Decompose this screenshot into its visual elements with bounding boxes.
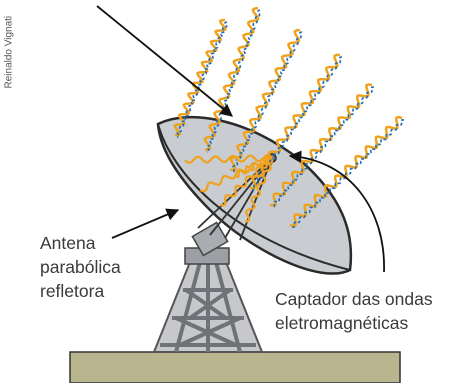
reflected-wave [234,154,273,179]
reflected-wave [184,153,273,165]
captador-label-line1: Captador das ondas [275,289,433,309]
wave-blue [176,21,228,138]
captador-arrow [288,150,385,273]
wave-orange [203,6,260,152]
dish-rim [157,123,351,271]
antenna-arrow [111,208,180,239]
captador-label: Captador das ondas eletromagnéticas [275,287,433,335]
antenna-label-line1: Antena [40,233,96,253]
reflected-wave [244,156,273,224]
antenna-label: Antena parabólica refletora [40,231,121,303]
wave-blue [206,9,261,153]
wave-orange [229,28,301,172]
wave-blue [231,31,303,173]
incoming-arrow [96,5,233,117]
wave-orange [269,83,373,207]
antenna-label-line2: parabólica [40,257,121,277]
wave-blue [272,86,374,208]
ground-base [69,351,401,384]
captador-label-line2: eletromagnéticas [275,313,409,333]
tower [152,261,264,353]
photo-credit: Reinaldo Vignati [3,15,15,89]
reflected-wave [219,156,273,207]
dish-mount [191,221,229,257]
antenna-label-line3: refletora [40,281,105,301]
wave-orange [289,115,403,228]
waves-group [173,6,405,229]
